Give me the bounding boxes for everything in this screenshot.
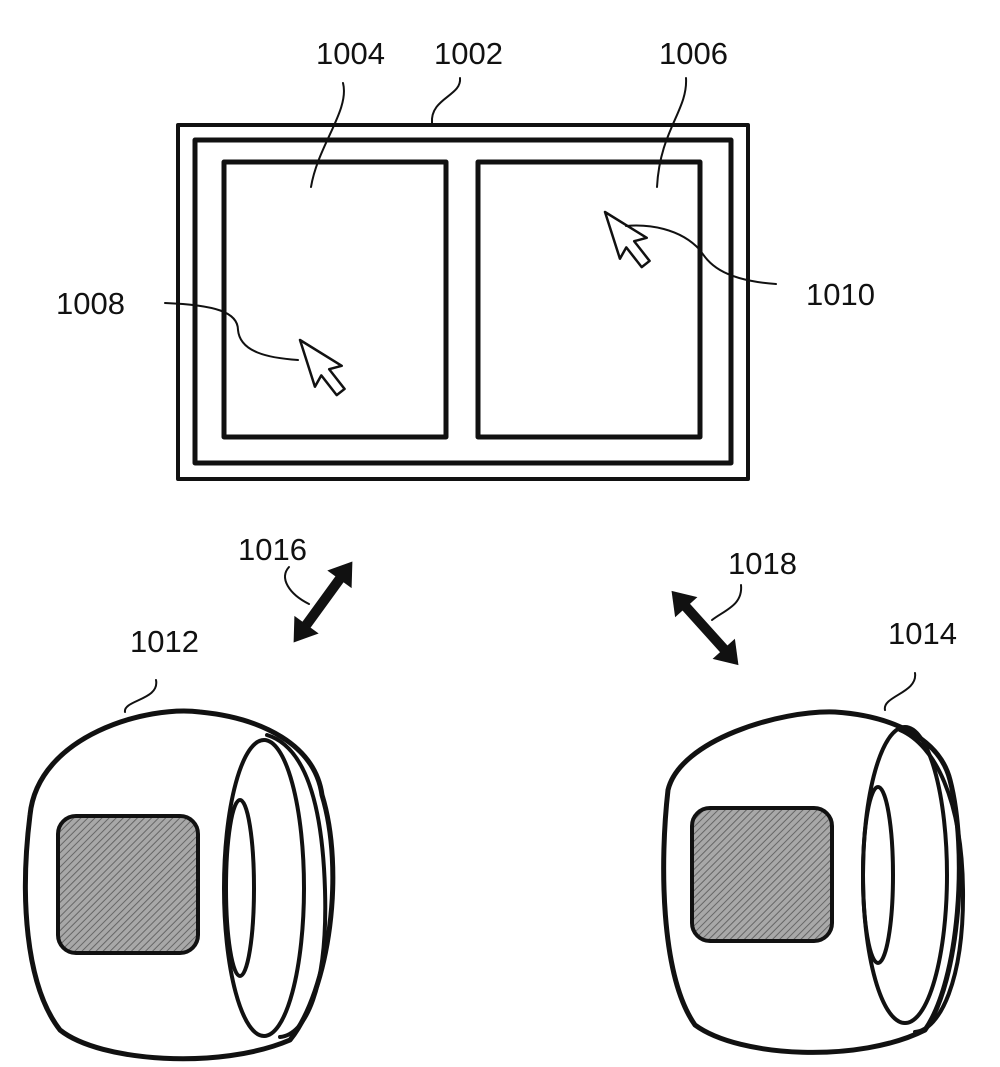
leader-1012	[124, 679, 158, 713]
leader-1010	[625, 224, 777, 285]
display	[176, 123, 750, 481]
label-1018: 1018	[728, 546, 797, 581]
right-window	[475, 159, 703, 440]
leader-1018	[711, 584, 743, 621]
arrow-cursor-icon	[298, 338, 346, 397]
ring-device-icon	[22, 708, 336, 1062]
display-outer-frame	[176, 123, 750, 481]
leader-1016	[284, 566, 310, 605]
label-1006: 1006	[659, 36, 728, 71]
double-arrow-icon	[671, 590, 739, 666]
ring-device-icon	[661, 709, 966, 1055]
leader-1004	[310, 82, 345, 188]
label-1012: 1012	[130, 624, 199, 659]
label-1004: 1004	[316, 36, 385, 71]
label-1008: 1008	[56, 286, 125, 321]
leader-1014	[883, 672, 917, 711]
ring-pad	[56, 814, 200, 955]
double-arrow-icon	[293, 561, 353, 643]
display-inner-frame	[192, 137, 734, 466]
leader-1008	[164, 302, 299, 361]
leader-1006	[656, 77, 688, 188]
label-1014: 1014	[888, 616, 957, 651]
ring-pad	[690, 806, 834, 943]
leader-lines	[124, 77, 917, 713]
left-window	[221, 159, 449, 440]
label-1010: 1010	[806, 277, 875, 312]
leader-1002	[430, 77, 462, 124]
label-1016: 1016	[238, 532, 307, 567]
label-1002: 1002	[434, 36, 503, 71]
arrow-cursor-icon	[603, 210, 651, 269]
